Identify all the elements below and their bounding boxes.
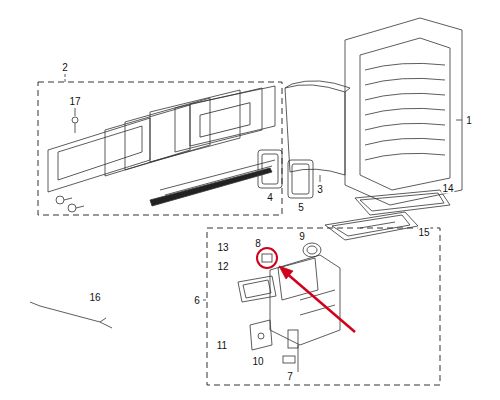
curved-panel xyxy=(285,81,350,182)
control-panel xyxy=(48,86,275,212)
leader-line xyxy=(320,175,321,182)
highlight-circle xyxy=(257,248,277,268)
callout-number: 11 xyxy=(216,340,228,351)
group-bracket xyxy=(207,228,440,385)
callout-number: 3 xyxy=(316,184,324,195)
callout-number: 13 xyxy=(216,242,229,253)
callout-number: 6 xyxy=(193,295,201,306)
callout-number: 17 xyxy=(68,96,81,107)
callout-number: 12 xyxy=(216,261,229,272)
filter-pad xyxy=(258,150,282,188)
callout-number: 9 xyxy=(298,231,306,242)
leader-line xyxy=(75,108,76,116)
filter-pad xyxy=(288,160,313,198)
group-bracket xyxy=(38,82,282,215)
callout-number: 5 xyxy=(297,202,305,213)
callout-number: 15 xyxy=(417,227,430,238)
callout-number: 16 xyxy=(88,292,101,303)
leader-line xyxy=(65,74,66,82)
drip-tray xyxy=(325,190,450,240)
callout-number: 10 xyxy=(251,356,264,367)
callout-number: 4 xyxy=(266,192,274,203)
callout-number: 2 xyxy=(61,62,69,73)
callout-number: 8 xyxy=(254,238,262,249)
wire-rod xyxy=(30,302,112,328)
highlight-arrowhead xyxy=(279,266,293,279)
callout-number: 1 xyxy=(465,115,473,126)
highlight-arrow xyxy=(285,272,355,332)
leader-line xyxy=(456,120,462,121)
callout-number: 7 xyxy=(286,371,294,382)
dispenser-housing xyxy=(345,18,462,205)
callout-number: 14 xyxy=(441,183,454,194)
